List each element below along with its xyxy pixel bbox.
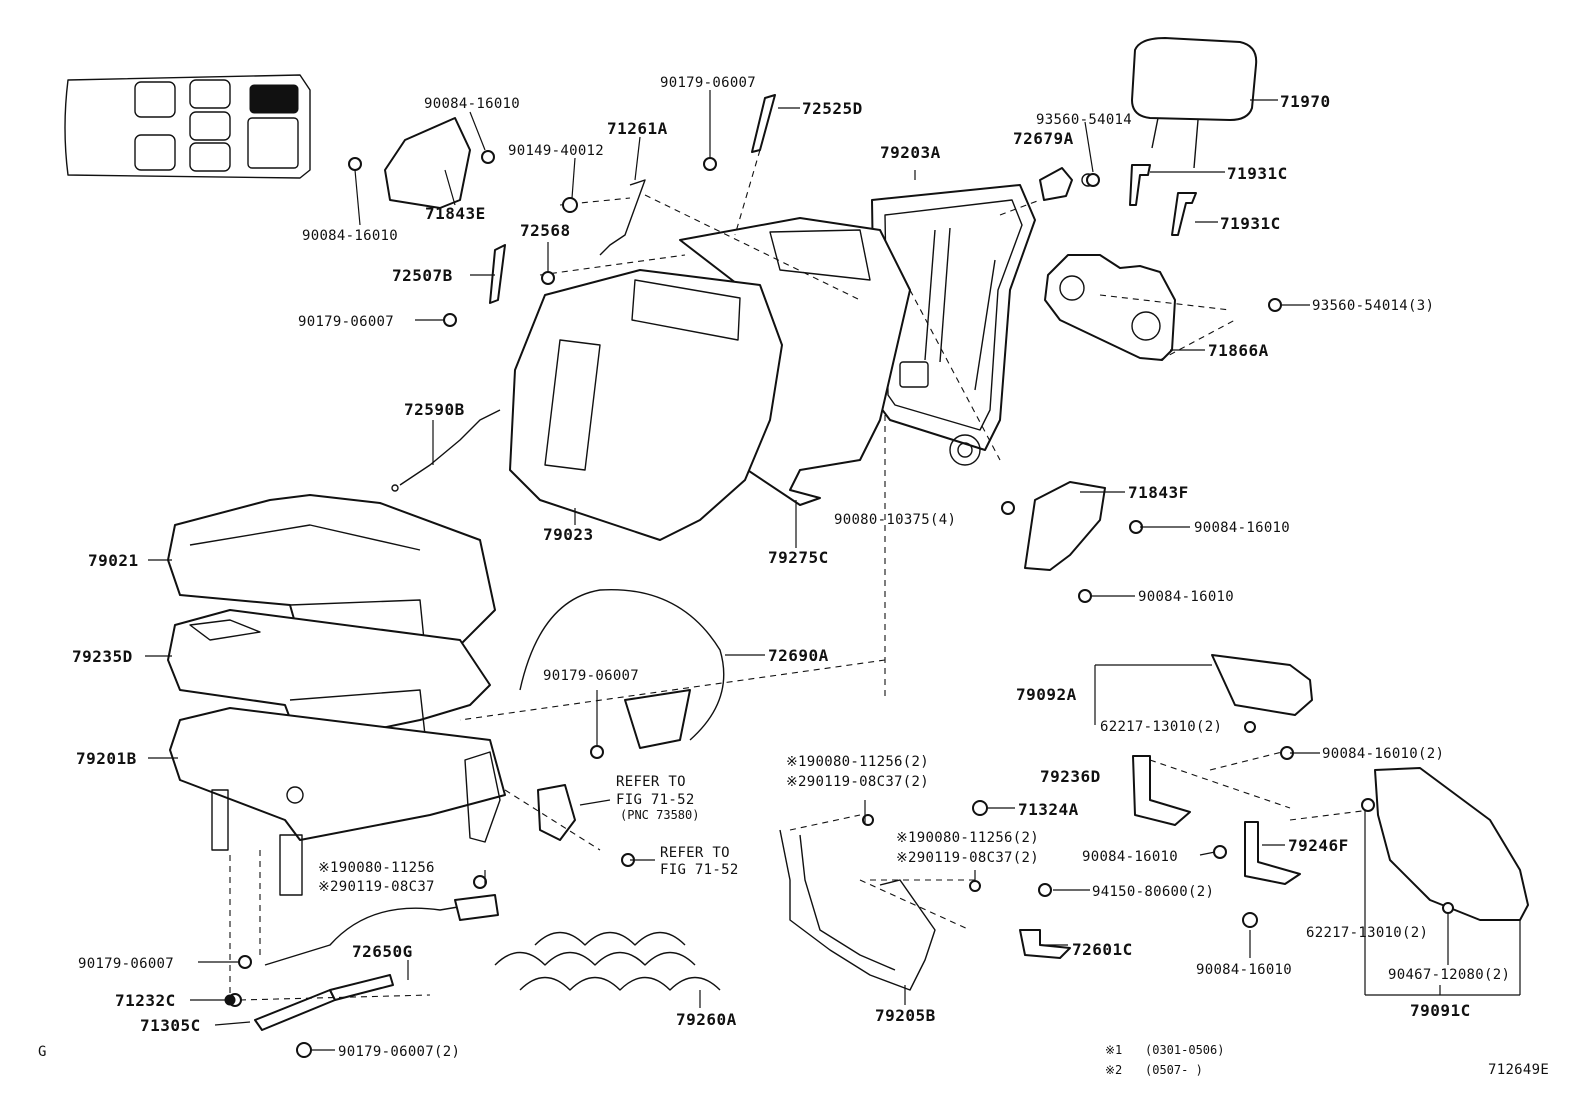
note-1-range: (0301-0506): [1145, 1043, 1224, 1057]
label-71931C-b: 71931C: [1220, 214, 1281, 233]
label-72679A: 72679A: [1013, 129, 1074, 148]
part-seat-belt-buckle: [537, 784, 576, 841]
label-90084-16010-e: 90084-16010: [1082, 849, 1178, 865]
label-note2-90119-08C37: ※290119-08C37: [318, 879, 435, 895]
part-72601C: [1019, 929, 1071, 959]
part-cushion-pad: [145, 609, 491, 746]
label-93560-54014: 93560-54014: [1036, 112, 1132, 128]
part-small-straps: [489, 94, 776, 304]
label-79260A: 79260A: [676, 1010, 737, 1029]
part-71843E: [384, 117, 471, 209]
highlighted-seat: [249, 84, 299, 114]
label-71931C-a: 71931C: [1227, 164, 1288, 183]
label-note2-90119-08C37-2b: ※290119-08C37(2): [896, 850, 1039, 866]
label-79246F: 79246F: [1288, 836, 1349, 855]
label-90084-16010-a: 90084-16010: [424, 96, 520, 112]
part-79236D: [1132, 755, 1191, 826]
corner-mark: G: [38, 1044, 47, 1060]
label-71843F: 71843F: [1128, 483, 1189, 502]
label-90084-16010-f: 90084-16010: [1196, 962, 1292, 978]
label-note2-90119-08C37-2a: ※290119-08C37(2): [786, 774, 929, 790]
part-72590B-cable: [391, 409, 501, 492]
label-note1-90080-11256: ※190080-11256: [318, 860, 435, 876]
note-2-range: (0507- ): [1145, 1063, 1203, 1077]
part-seatback-pad: [509, 269, 783, 541]
part-71843F: [1024, 481, 1106, 571]
refer-to-line2: FIG 71-52: [616, 792, 695, 808]
dashed-guide-lines: [229, 149, 1371, 1001]
part-72650G-cable: [264, 894, 499, 966]
part-headrest-guides: [1129, 164, 1225, 236]
label-90467-12080-2: 90467-12080(2): [1388, 967, 1510, 983]
label-79021: 79021: [88, 551, 139, 570]
label-90149-40012: 90149-40012: [508, 143, 604, 159]
refer-to-2-line2: FIG 71-52: [660, 862, 739, 878]
label-94150-80600-2: 94150-80600(2): [1092, 884, 1214, 900]
label-note1-90080-11256-2a: ※190080-11256(2): [786, 754, 929, 770]
label-79205B: 79205B: [875, 1006, 936, 1025]
vehicle-seat-locator: [64, 74, 311, 179]
label-72690A: 72690A: [768, 646, 829, 665]
label-90179-06007-left: 90179-06007: [298, 314, 394, 330]
label-71232C: 71232C: [115, 991, 176, 1010]
label-72590B: 72590B: [404, 400, 465, 419]
label-79235D: 79235D: [72, 647, 133, 666]
refer-to-line1: REFER TO: [616, 774, 686, 790]
label-93560-54014-3: 93560-54014(3): [1312, 298, 1434, 314]
part-72679A: [1039, 167, 1095, 201]
label-90084-16010-2: 90084-16010(2): [1322, 746, 1444, 762]
part-79092A-cover: [1211, 654, 1313, 716]
part-labels: 90084-16010 90084-16010 71843E 90179-060…: [38, 75, 1549, 1078]
label-71324A: 71324A: [1018, 800, 1079, 819]
label-72601C: 72601C: [1072, 940, 1133, 959]
label-90084-16010-d: 90084-16010: [1138, 589, 1234, 605]
label-62217-13010-2b: 62217-13010(2): [1306, 925, 1428, 941]
label-90084-16010-c: 90084-16010: [1194, 520, 1290, 536]
label-71305C: 71305C: [140, 1016, 201, 1035]
label-79092A: 79092A: [1016, 685, 1077, 704]
label-71970: 71970: [1280, 92, 1331, 111]
label-72525D: 72525D: [802, 99, 863, 118]
label-79091C: 79091C: [1410, 1001, 1471, 1020]
label-72568: 72568: [520, 221, 571, 240]
label-71843E: 71843E: [425, 204, 486, 223]
note-2-mark: ※2: [1105, 1063, 1122, 1077]
label-90179-06007-2: 90179-06007(2): [338, 1044, 460, 1060]
part-cushion-frame: [148, 707, 506, 896]
label-71866A: 71866A: [1208, 341, 1269, 360]
part-gas-strut: [228, 974, 394, 1031]
label-note1-90080-11256-2b: ※190080-11256(2): [896, 830, 1039, 846]
label-79201B: 79201B: [76, 749, 137, 768]
part-72690A-cable: [519, 588, 765, 749]
label-62217-13010-2a: 62217-13010(2): [1100, 719, 1222, 735]
part-seat-springs: [494, 931, 721, 1008]
label-72650G: 72650G: [352, 942, 413, 961]
figure-code: 712649E: [1488, 1062, 1549, 1078]
refer-to-pnc: (PNC 73580): [620, 808, 699, 822]
label-90179-06007-mid: 90179-06007: [543, 668, 639, 684]
label-90084-16010-b: 90084-16010: [302, 228, 398, 244]
label-79203A: 79203A: [880, 143, 941, 162]
part-79246F: [1244, 821, 1301, 885]
note-1-mark: ※1: [1105, 1043, 1122, 1057]
label-72507B: 72507B: [392, 266, 453, 285]
fasteners: [224, 150, 1454, 1058]
label-90080-10375-4: 90080-10375(4): [834, 512, 956, 528]
label-79236D: 79236D: [1040, 767, 1101, 786]
refer-to-2-line1: REFER TO: [660, 845, 730, 861]
label-71261A: 71261A: [607, 119, 668, 138]
label-79275C: 79275C: [768, 548, 829, 567]
part-71866A: [1044, 254, 1205, 361]
label-79023: 79023: [543, 525, 594, 544]
part-headrest: [1131, 37, 1278, 169]
part-79205B-rail: [779, 829, 936, 1005]
label-90179-06007-bl: 90179-06007: [78, 956, 174, 972]
part-79091C-cover: [1374, 767, 1529, 921]
leader-lines: [190, 90, 1521, 1051]
label-90179-06007-top: 90179-06007: [660, 75, 756, 91]
